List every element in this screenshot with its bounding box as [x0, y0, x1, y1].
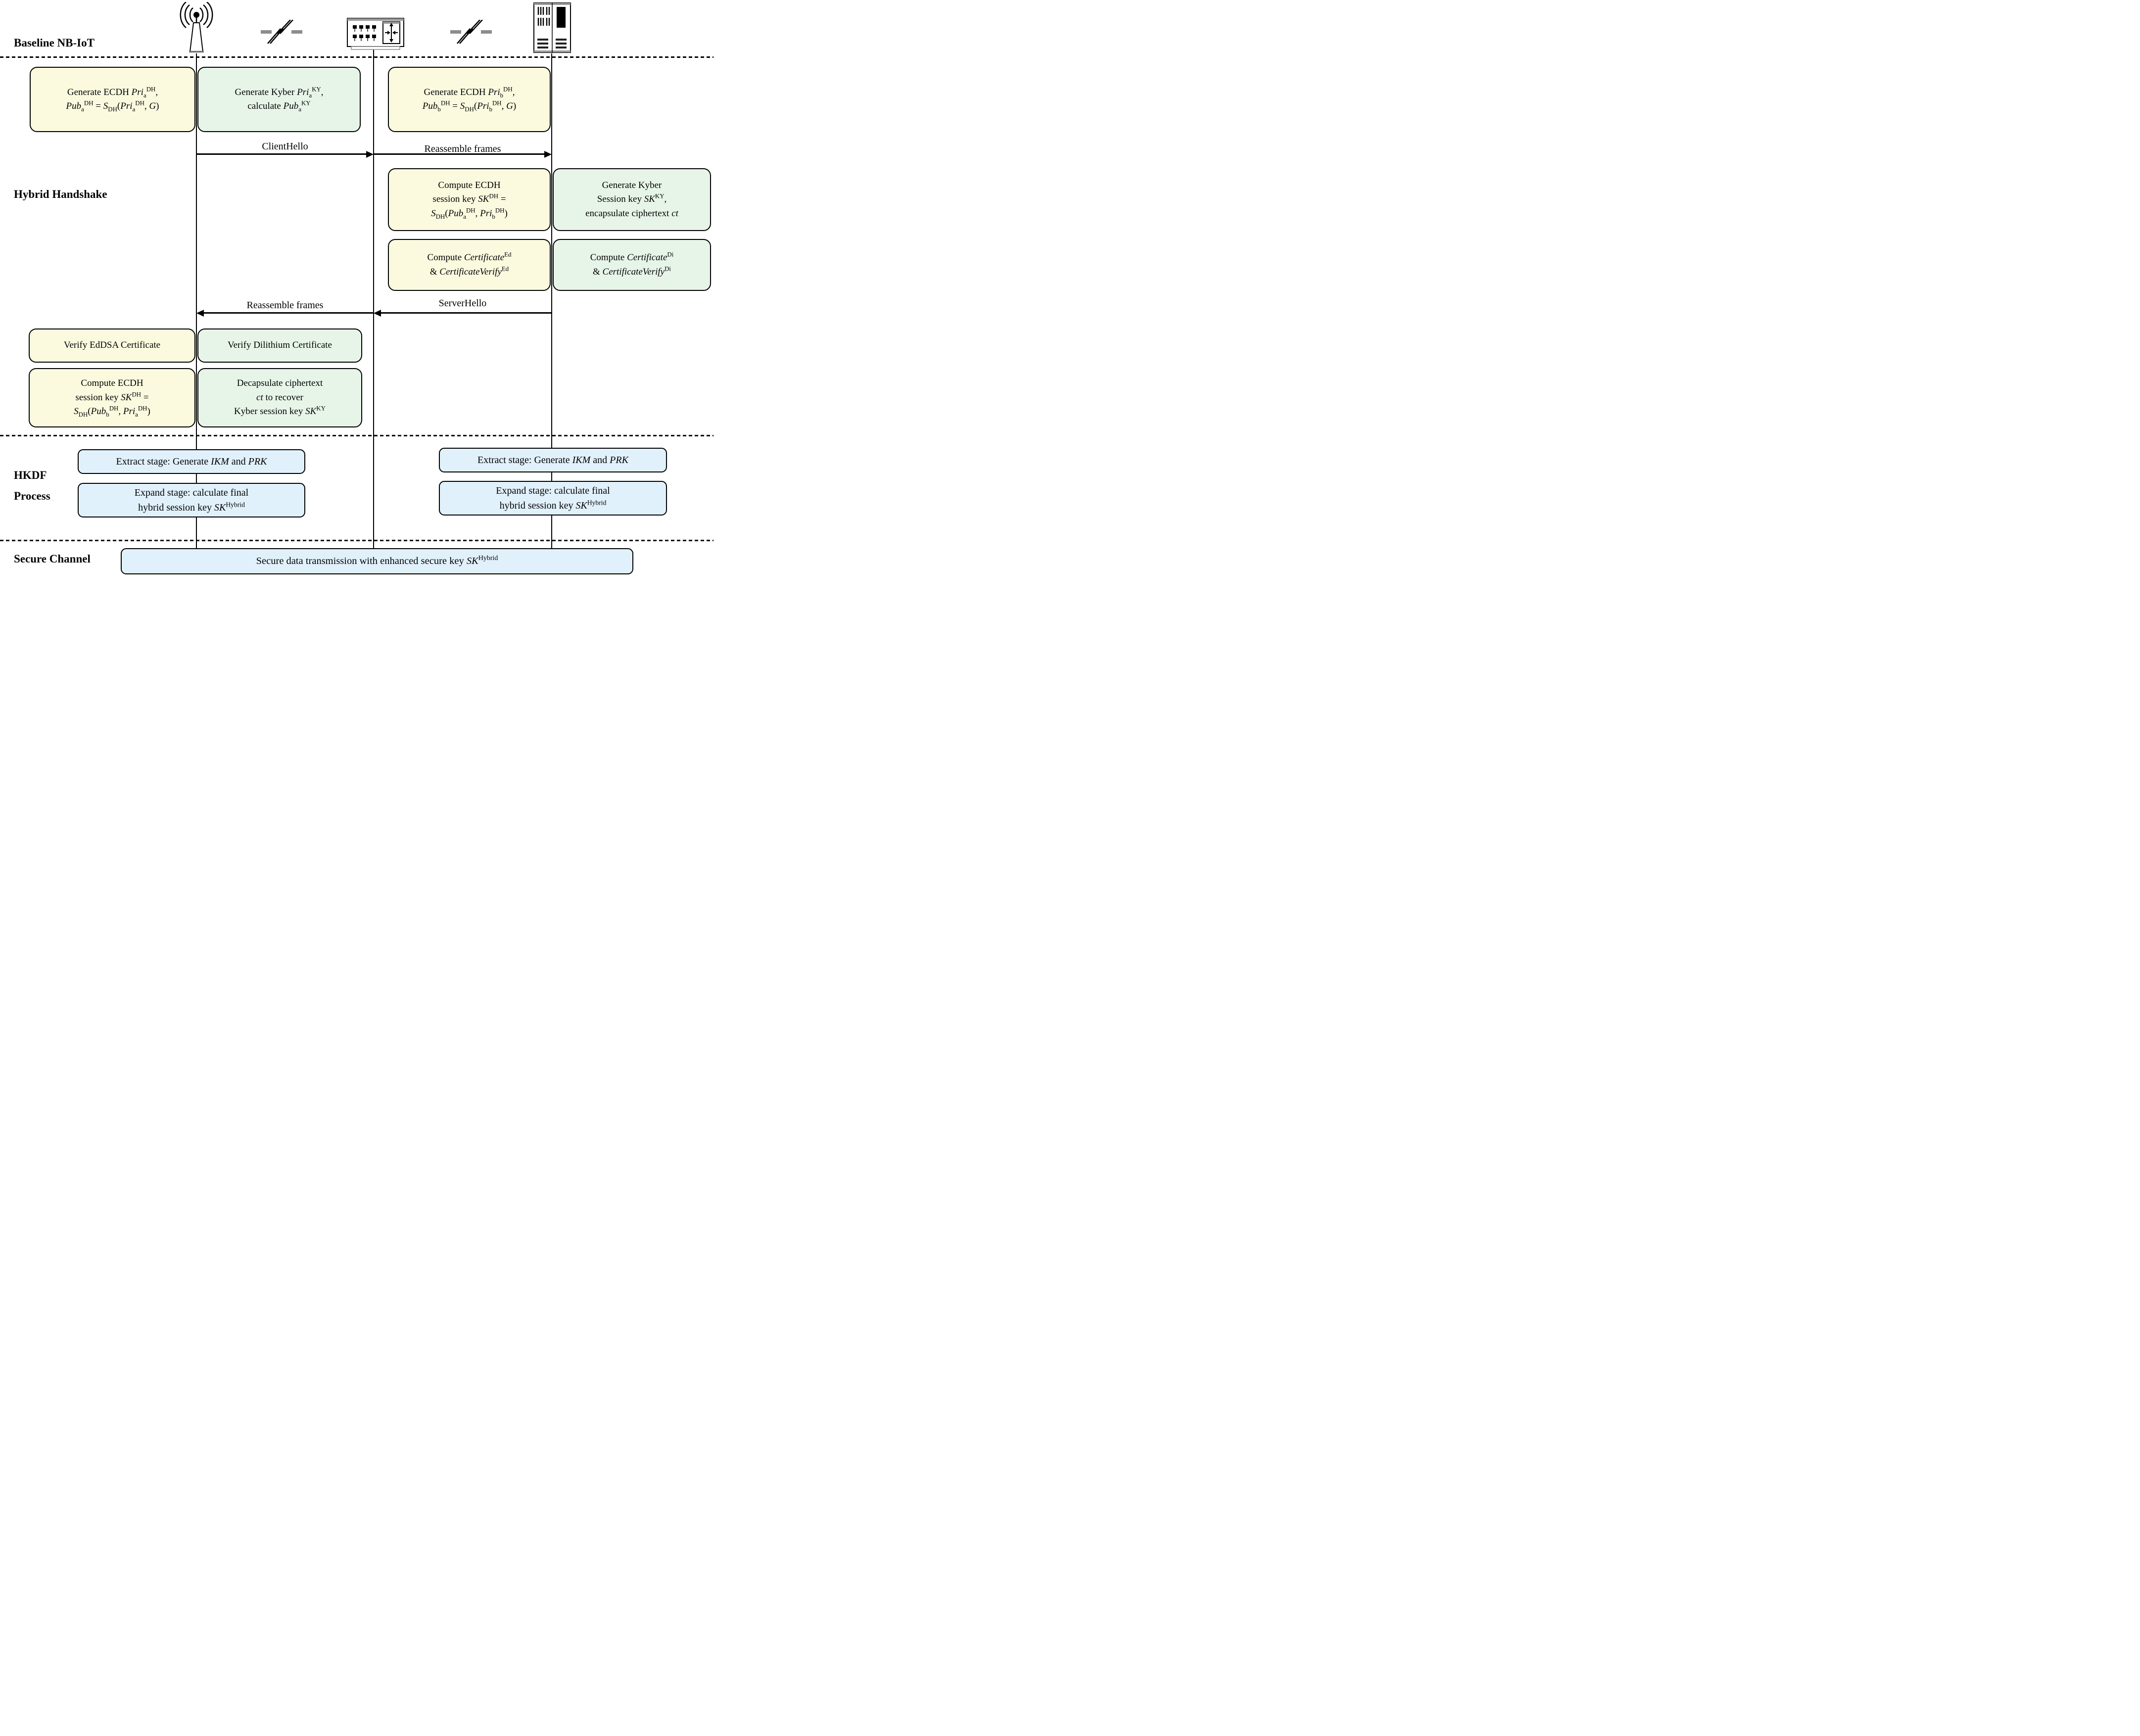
box-verify-dilithium: Verify Dilithium Certificate — [197, 328, 362, 363]
arrowhead-right-icon — [366, 150, 374, 158]
box-line: Expand stage: calculate final — [496, 485, 610, 496]
box-decapsulate-a: Decapsulate ciphertext ct to recover Kyb… — [197, 368, 362, 427]
box-line: Expand stage: calculate final — [134, 487, 249, 498]
box-line: SDH(PubaDH, PribDH) — [431, 206, 508, 220]
separator-hkdf-secure — [0, 540, 713, 541]
box-line: & CertificateVerifyEd — [429, 265, 509, 277]
wireless-link-glyph — [261, 19, 302, 44]
box-generate-ecdh-b: Generate ECDH PribDH, PubbDH = SDH(PribD… — [388, 67, 551, 132]
box-verify-eddsa: Verify EdDSA Certificate — [29, 328, 195, 363]
box-secure-transmission: Secure data transmission with enhanced s… — [121, 548, 633, 574]
box-line: SDH(PubbDH, PriaDH) — [74, 404, 150, 419]
arrow-reassemble-2 — [202, 312, 374, 314]
lifeline-server — [551, 53, 552, 549]
message-client-hello: ClientHello — [262, 141, 308, 152]
box-compute-sk-b: Compute ECDH session key SKDH = SDH(Puba… — [388, 168, 551, 231]
box-line: Kyber session key SKKY — [234, 404, 326, 417]
arrowhead-left-icon — [374, 309, 381, 317]
box-line: hybrid session key SKHybrid — [138, 501, 245, 513]
arrow-reassemble-1 — [374, 153, 546, 155]
lifeline-device — [196, 53, 197, 549]
section-label-handshake: Hybrid Handshake — [14, 188, 107, 200]
switch-icon — [346, 17, 405, 54]
arrow-server-hello — [380, 312, 552, 314]
box-line: Extract stage: Generate IKM and PRK — [477, 455, 628, 466]
box-hkdf-expand-right: Expand stage: calculate final hybrid ses… — [439, 481, 667, 516]
box-hkdf-expand-left: Expand stage: calculate final hybrid ses… — [78, 483, 305, 517]
wireless-link-glyph — [450, 19, 492, 44]
message-reassemble-frames-1: Reassemble frames — [424, 143, 501, 154]
box-line: Generate ECDH PriaDH, — [67, 85, 158, 99]
arrow-client-hello — [196, 153, 368, 155]
section-label-baseline: Baseline NB-IoT — [14, 37, 95, 49]
section-label-hkdf-1: HKDF — [14, 469, 47, 481]
box-line: Verify EdDSA Certificate — [63, 340, 161, 351]
box-line: session key SKDH = — [432, 192, 506, 205]
box-line: encapsulate ciphertext ct — [585, 208, 678, 219]
box-line: Generate ECDH PribDH, — [424, 85, 515, 99]
box-compute-sk-a: Compute ECDH session key SKDH = SDH(Pubb… — [29, 368, 195, 427]
cell-tower-icon — [177, 1, 216, 56]
hybrid-handshake-diagram: Baseline NB-IoT Hybrid Handshake HKDF Pr… — [0, 0, 713, 579]
arrowhead-left-icon — [196, 309, 204, 317]
box-generate-kyber-session-b: Generate Kyber Session key SKKY, encapsu… — [553, 168, 711, 231]
box-line: Generate Kyber — [602, 180, 662, 190]
box-line: Extract stage: Generate IKM and PRK — [116, 456, 267, 467]
message-reassemble-frames-2: Reassemble frames — [246, 300, 324, 311]
box-hkdf-extract-right: Extract stage: Generate IKM and PRK — [439, 448, 667, 472]
arrowhead-right-icon — [544, 150, 552, 158]
box-line: calculate PubaKY — [247, 99, 311, 113]
box-line: Compute ECDH — [81, 378, 143, 389]
box-line: PubbDH = SDH(PribDH, G) — [422, 99, 517, 113]
section-label-hkdf-2: Process — [14, 490, 50, 502]
section-label-secure: Secure Channel — [14, 553, 91, 565]
box-line: Decapsulate ciphertext — [237, 378, 323, 389]
box-line: Session key SKKY, — [597, 192, 667, 205]
cell-tower-glyph — [180, 1, 213, 53]
box-hkdf-extract-left: Extract stage: Generate IKM and PRK — [78, 449, 305, 474]
separator-baseline — [0, 56, 713, 58]
box-line: Verify Dilithium Certificate — [227, 340, 333, 351]
box-generate-kyber-a: Generate Kyber PriaKY, calculate PubaKY — [197, 67, 361, 132]
box-line: & CertificateVerifyDi — [592, 265, 671, 277]
box-line: Compute CertificateDi — [590, 250, 674, 263]
box-certificate-ed: Compute CertificateEd & CertificateVerif… — [388, 239, 551, 291]
box-certificate-di: Compute CertificateDi & CertificateVerif… — [553, 239, 711, 291]
box-line: hybrid session key SKHybrid — [499, 499, 607, 511]
box-line: Compute ECDH — [438, 180, 501, 190]
lifeline-gateway — [373, 49, 374, 549]
switch-glyph — [347, 18, 404, 50]
box-line: session key SKDH = — [75, 390, 149, 403]
box-line: ct to recover — [256, 392, 303, 403]
box-generate-ecdh-a: Generate ECDH PriaDH, PubaDH = SDH(PriaD… — [30, 67, 195, 132]
server-icon — [533, 2, 571, 56]
box-line: Compute CertificateEd — [427, 250, 512, 263]
wireless-link-icon — [450, 19, 492, 47]
box-line: PubaDH = SDH(PriaDH, G) — [66, 99, 159, 113]
message-server-hello: ServerHello — [438, 298, 487, 309]
server-glyph — [533, 2, 571, 53]
box-line: Secure data transmission with enhanced s… — [256, 555, 498, 567]
wireless-link-icon — [261, 19, 302, 47]
separator-handshake-hkdf — [0, 435, 713, 436]
box-line: Generate Kyber PriaKY, — [235, 85, 324, 99]
